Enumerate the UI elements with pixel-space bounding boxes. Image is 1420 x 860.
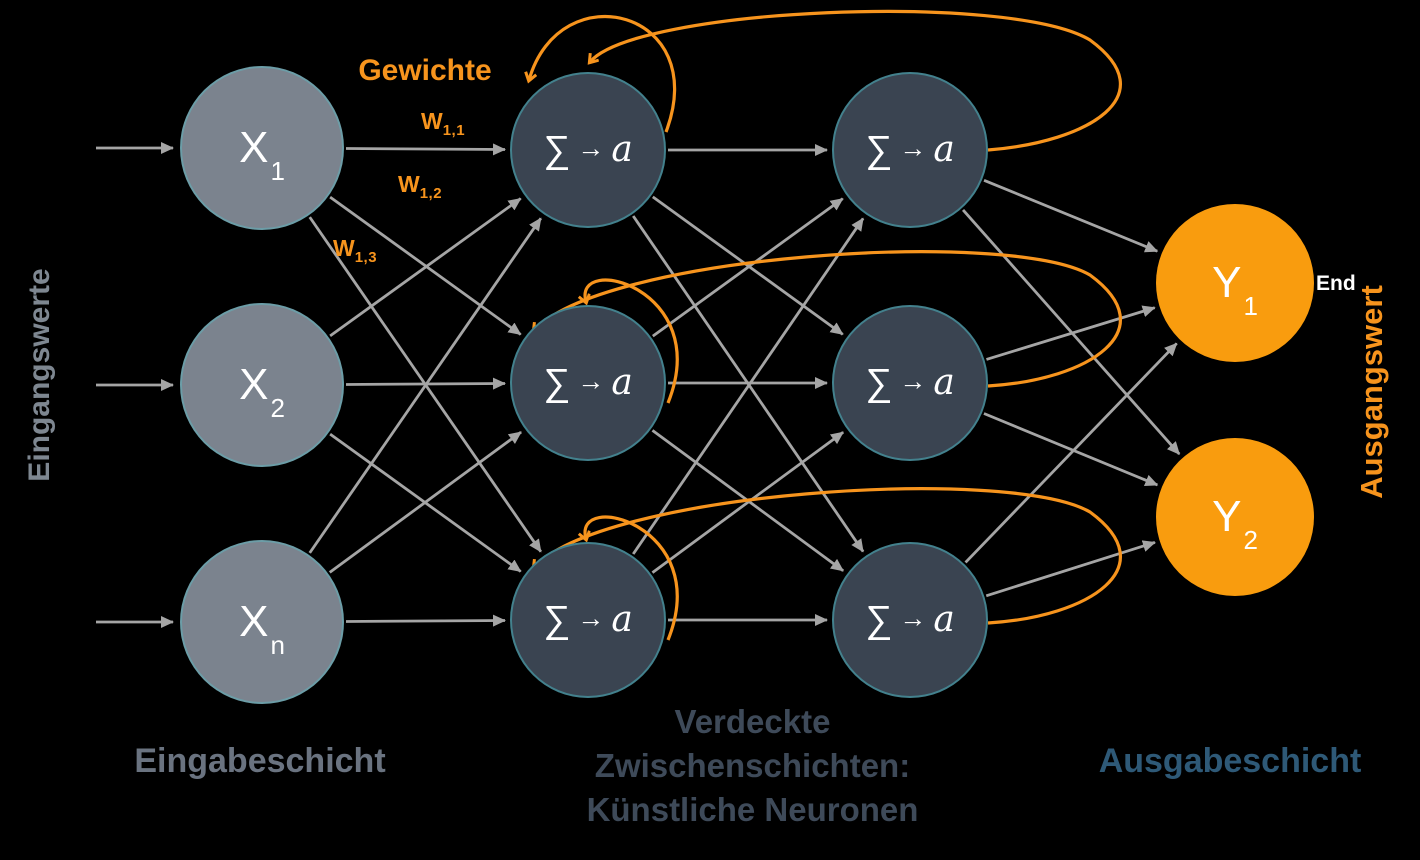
activation-symbol: a [611,129,633,170]
input-node-x2-label: X [239,360,269,409]
weight-w13-sub: 1,3 [354,249,378,266]
input-node-xn-label: X [239,597,269,646]
connection-arrow [983,179,1159,253]
connection-arrow [632,217,865,555]
connection-arrow [651,197,844,338]
recurrent-orange-arcs [529,9,1122,641]
hidden2-node-3: ∑→a [832,542,988,698]
connection-arrow [986,305,1156,361]
connection-arrow [345,614,507,627]
arrow-symbol: → [899,602,927,633]
input-node-x2-sub: 2 [270,393,285,423]
arrow-symbol: → [577,602,605,633]
weight-label-w11: W1,1 [421,108,465,139]
output-value-vertical-label: Ausgangswert [1354,285,1389,499]
connection-arrow [983,412,1159,487]
connection-arrow [345,143,507,156]
hidden2-node-2: ∑→a [832,305,988,461]
output-node-y1-sub: 1 [1243,291,1258,321]
hidden1-node-2: ∑→a [510,305,666,461]
self-loop-row1 [529,14,677,133]
connection-arrow [964,342,1178,564]
sum-symbol: ∑ [543,362,571,404]
activation-symbol: a [933,599,955,640]
hidden2-node-1: ∑→a [832,72,988,228]
arrow-symbol: → [899,132,927,163]
connection-arrow [328,430,522,574]
feedback-arc-row3 [534,487,1122,625]
arrow-symbol: → [899,365,927,396]
activation-symbol: a [933,129,955,170]
activation-symbol: a [611,362,633,403]
output-layer-caption: Ausgabeschicht [1098,742,1362,780]
output-node-y1-label: Y [1212,258,1242,307]
hidden1-node-1: ∑→a [510,72,666,228]
activation-symbol: a [611,599,633,640]
input-layer-caption: Eingabeschicht [134,742,386,780]
feedback-arc-row1 [590,9,1122,152]
sum-symbol: ∑ [865,129,893,171]
connection-arrow [329,197,522,338]
hidden1-node-3: ∑→a [510,542,666,698]
hidden-layer-caption: Verdeckte Zwischenschichten: Künstliche … [520,700,985,832]
output-node-y2-sub: 2 [1243,525,1258,555]
self-loop-row3 [585,515,679,641]
hidden-layer-caption-line1: Verdeckte [674,703,831,740]
sum-symbol: ∑ [543,599,571,641]
weight-label-w13: W1,3 [333,235,377,266]
weight-label-w12: W1,2 [398,171,442,202]
sum-symbol: ∑ [543,129,571,171]
sum-symbol: ∑ [865,599,893,641]
sum-symbol: ∑ [865,362,893,404]
output-node-y2-label: Y [1212,492,1242,541]
self-loop-row2 [585,278,679,404]
end-label: End [1316,272,1356,295]
activation-symbol: a [933,362,955,403]
weight-w13-base: W [333,235,355,261]
arrow-symbol: → [577,365,605,396]
connection-arrow [651,431,844,574]
input-node-x1-sub: 1 [270,156,285,186]
weight-w12-sub: 1,2 [419,185,443,202]
feedback-arc-row2 [534,250,1122,388]
connection-arrow [651,195,844,336]
weight-w11-sub: 1,1 [442,122,466,139]
hidden-layer-caption-line2: Zwischenschichten: [594,747,911,784]
connection-arrow [308,217,542,554]
arrow-symbol: → [577,132,605,163]
input-node-xn-sub: n [270,630,285,660]
input-node-x1-label: X [239,123,269,172]
weights-title: Gewichte [358,54,492,87]
input-values-vertical-label: Eingangswerte [23,268,56,482]
weight-w11-base: W [421,108,443,134]
connection-arrow [985,540,1156,598]
weight-w12-base: W [398,171,420,197]
hidden-layer-caption-line3: Künstliche Neuronen [586,791,919,828]
